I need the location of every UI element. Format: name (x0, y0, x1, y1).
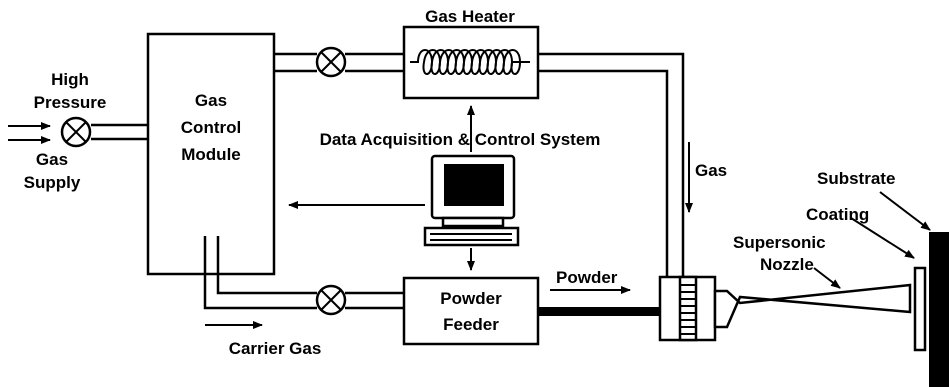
coating-label: Coating (806, 205, 869, 224)
nozzle-assembly (658, 275, 912, 342)
high-pressure-label-2: Pressure (34, 93, 107, 112)
supersonic-nozzle-shape (713, 283, 912, 329)
supply-valve (60, 116, 92, 148)
gas-supply-inlet (8, 122, 148, 144)
nozzle-pointer (813, 267, 841, 289)
gas-control-label-2: Control (181, 118, 241, 137)
powder-feeder-box (402, 276, 540, 346)
gas-heater-label: Gas Heater (425, 7, 515, 26)
high-pressure-label-1: High (51, 70, 89, 89)
gas-control-module-box (146, 32, 276, 276)
heater-supply-pipe (274, 52, 404, 73)
computer-icon (423, 154, 520, 247)
powder-line (538, 307, 694, 316)
powder-feeder-label-2: Feeder (443, 315, 499, 334)
powder-feeder-label-1: Powder (440, 289, 502, 308)
carrier-gas-pipe (203, 236, 404, 310)
substrate-pointer (879, 191, 931, 231)
substrate-plate (929, 232, 949, 387)
daq-label: Data Acquisition & Control System (320, 130, 601, 149)
gas-control-label-3: Module (181, 145, 241, 164)
coating-pointer (850, 217, 915, 259)
heated-gas-pipe (538, 52, 685, 276)
gas-label: Gas (695, 161, 727, 180)
coating-layer (913, 266, 927, 352)
heater-valve (315, 46, 347, 78)
supersonic-label-2: Nozzle (760, 255, 814, 274)
powder-label: Powder (556, 268, 618, 287)
carrier-gas-label: Carrier Gas (229, 339, 322, 358)
gas-supply-label-1: Gas (36, 150, 68, 169)
supersonic-label-1: Supersonic (733, 233, 826, 252)
substrate-label: Substrate (817, 169, 895, 188)
gas-control-label-1: Gas (195, 91, 227, 110)
gas-supply-label-2: Supply (24, 173, 81, 192)
feeder-valve (315, 284, 347, 316)
heater-coil (410, 49, 530, 75)
